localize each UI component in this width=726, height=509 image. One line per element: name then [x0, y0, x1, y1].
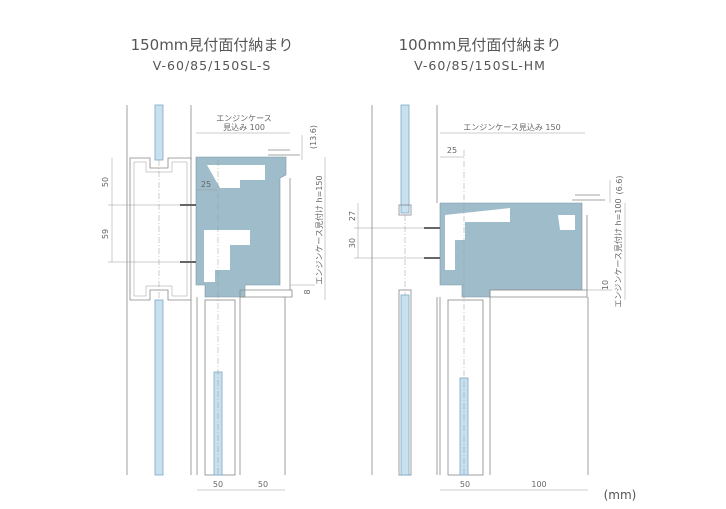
bottom-dim-2: 100	[531, 480, 546, 489]
left-diagram: 150mm見付面付納まり V-60/85/150SL-S エンジンケース 見込み…	[101, 36, 326, 491]
dim-50: 50	[101, 177, 110, 187]
dim-10: 10	[601, 280, 610, 290]
mullion-frame	[129, 157, 192, 301]
bottom-dim-1: 50	[460, 480, 470, 489]
unit-label: (mm)	[604, 488, 637, 502]
engine-case-label: エンジンケース	[216, 114, 272, 123]
glass-upper	[154, 104, 164, 161]
engine-case-label: エンジンケース見込み 150	[463, 123, 560, 132]
glass-upper	[400, 104, 410, 214]
right-title: 100mm見付面付納まり	[399, 36, 562, 54]
glass-lower	[400, 294, 410, 476]
right-diagram: 100mm見付面付納まり V-60/85/150SL-HM エンジンケース見込み…	[348, 36, 626, 491]
dim-25: 25	[447, 146, 457, 155]
dim-25: 25	[201, 180, 211, 189]
dim-27: 27	[348, 211, 357, 221]
dim-30: 30	[348, 238, 357, 248]
dim-height: エンジンケース見付け h=150	[314, 175, 324, 284]
bottom-dim-1: 50	[213, 480, 223, 489]
bottom-dim-2: 50	[258, 480, 268, 489]
dim-height: エンジンケース見付け h=100	[613, 198, 623, 307]
dim-8: 8	[303, 289, 312, 294]
left-title: 150mm見付面付納まり	[131, 36, 294, 54]
glass-lower	[154, 299, 164, 476]
engine-case-depth: 見込み 100	[223, 123, 265, 132]
dim-59: 59	[101, 229, 110, 239]
left-model: V-60/85/150SL-S	[153, 58, 272, 73]
dim-top: (13.6)	[309, 125, 318, 149]
right-model: V-60/85/150SL-HM	[414, 58, 546, 73]
dim-top: (6.6)	[615, 176, 624, 195]
